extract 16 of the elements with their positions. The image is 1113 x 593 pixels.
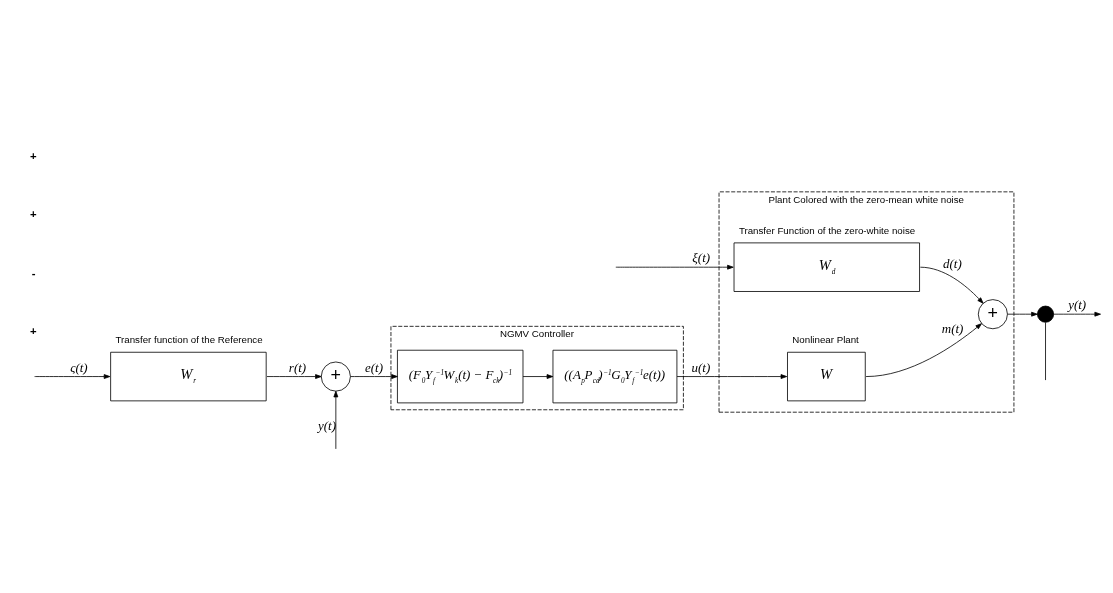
- edge-label: y(t): [1068, 297, 1087, 313]
- edge-label: m(t): [941, 321, 964, 337]
- edge-label: d(t): [943, 255, 962, 271]
- edge-label: u(t): [691, 359, 711, 375]
- edge-label: ξ(t): [692, 250, 711, 266]
- edge-label: y(t): [318, 417, 337, 433]
- label: +: [30, 208, 37, 221]
- node-label: Transfer Function of the zero-white noise: [738, 224, 916, 236]
- label: -: [31, 266, 36, 279]
- edge-label: r(t): [288, 359, 307, 375]
- edge-label: e(t): [365, 359, 383, 375]
- edge-label: ς(t): [70, 359, 88, 375]
- node-label: Transfer function of the Reference: [115, 334, 263, 346]
- node-label: Nonlinear Plant: [792, 334, 859, 346]
- label: +: [30, 150, 37, 163]
- label: +: [30, 325, 37, 337]
